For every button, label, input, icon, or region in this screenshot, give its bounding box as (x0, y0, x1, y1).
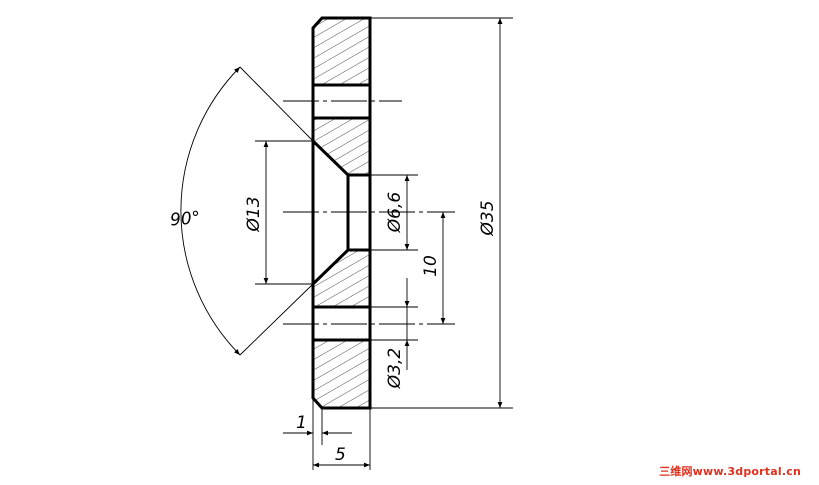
dim-text-3-2: Ø3,2 (385, 348, 405, 389)
dimension-lines (180, 18, 503, 468)
hatch-lower-chamfer (313, 250, 370, 306)
dim-text-angle: 90° (169, 208, 201, 231)
hatch-upper-chamfer (313, 118, 370, 175)
dim-text-13: Ø13 (244, 196, 264, 232)
hatch-top (313, 18, 370, 85)
outline-lower-chamfer (311, 248, 372, 309)
part-outline (311, 16, 372, 410)
ext-angle-upper (239, 66, 314, 142)
dim-text-10: 10 (421, 255, 441, 277)
thin-lines (239, 17, 513, 470)
hatch-regions (313, 18, 370, 408)
dim-text-1: 1 (296, 413, 307, 433)
ext-angle-lower (239, 283, 314, 356)
hatch-bottom (313, 340, 370, 408)
outline-bottom (311, 340, 372, 410)
dim-arc-90 (180, 66, 241, 356)
dimension-texts: 90° Ø13 Ø6,6 Ø35 10 Ø3,2 1 5 (169, 192, 498, 465)
outline-top (311, 16, 372, 85)
dim-text-6-6: Ø6,6 (385, 192, 405, 234)
dim-text-5: 5 (335, 445, 346, 465)
dim-text-35: Ø35 (478, 200, 498, 236)
watermark: 三维网www.3dportal.cn (659, 465, 801, 478)
